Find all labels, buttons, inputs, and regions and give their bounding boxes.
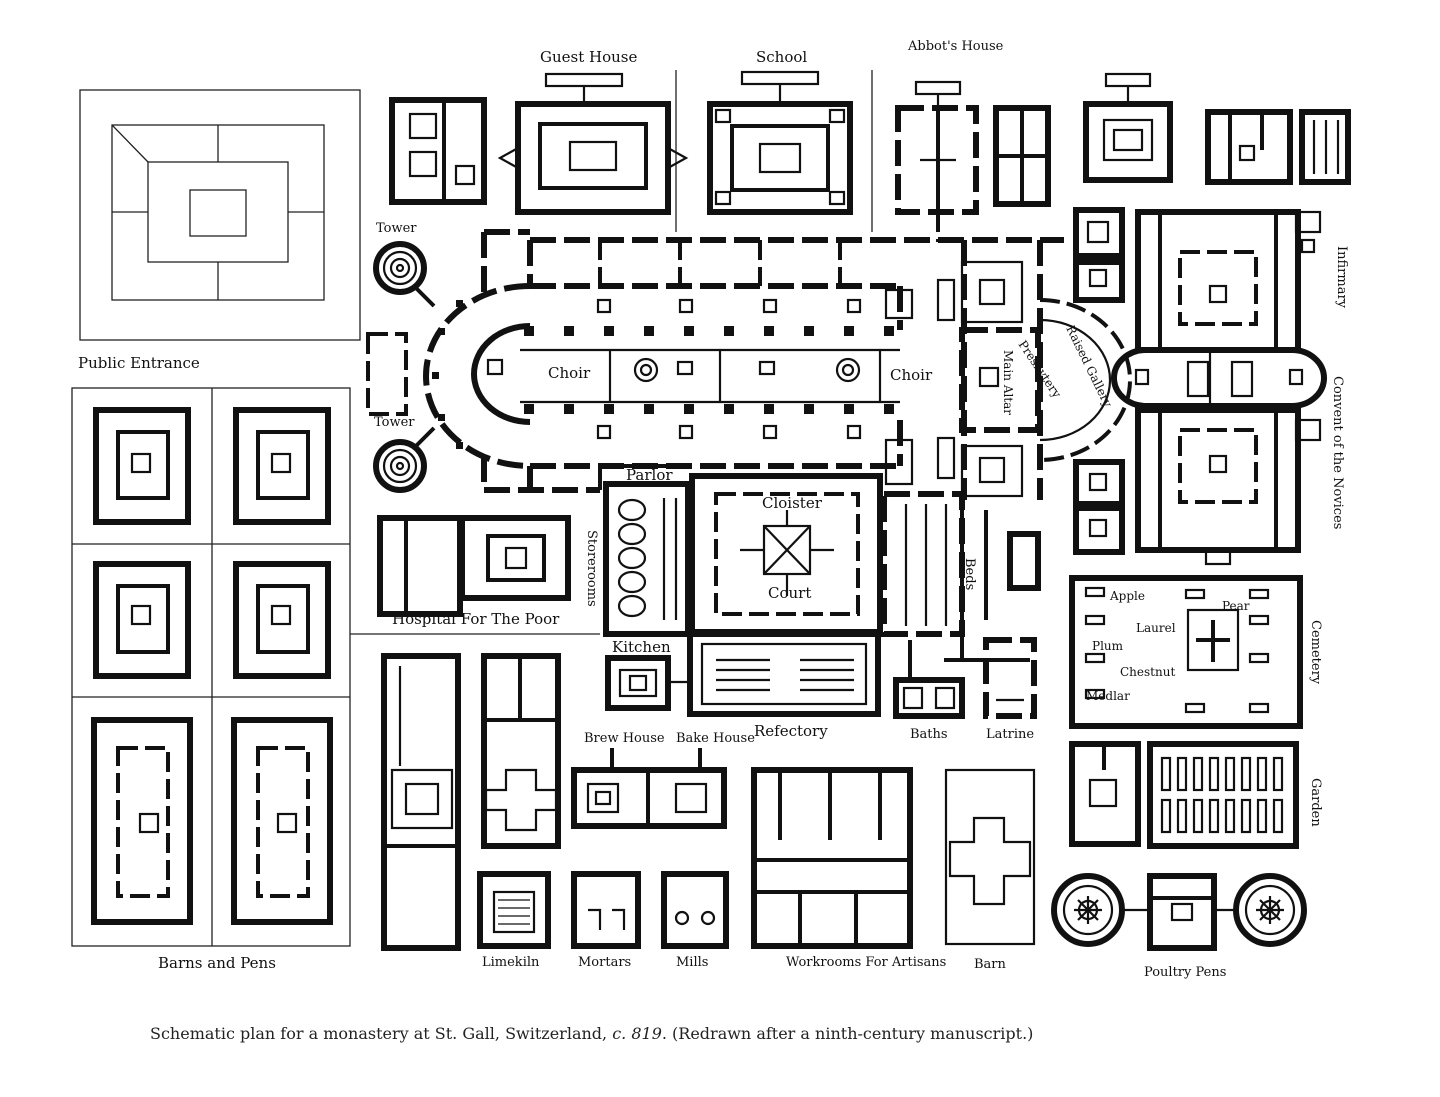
caption-date: c. 819 (612, 1024, 662, 1043)
baths (893, 640, 965, 719)
court-label: Court (768, 584, 811, 602)
church (366, 229, 1132, 500)
cemetery-tree-label: Chestnut (1120, 665, 1175, 679)
granary (381, 653, 461, 951)
mills-label: Mills (676, 955, 708, 970)
tower-north-label: Tower (376, 221, 417, 236)
kitchen-label: Kitchen (612, 638, 671, 656)
tower-south-label: Tower (374, 415, 415, 430)
convent-novices-label: Convent of the Novices (1330, 376, 1345, 529)
mills (661, 871, 729, 949)
barn-label: Barn (974, 957, 1007, 972)
cemetery-label: Cemetery (1308, 620, 1323, 685)
garden-label: Garden (1308, 778, 1323, 827)
hospital-poor (377, 515, 571, 617)
workrooms-label: Workrooms For Artisans (786, 955, 946, 970)
mortars-label: Mortars (578, 955, 631, 970)
latrine-label: Latrine (986, 727, 1034, 742)
pen (93, 561, 191, 679)
infirmary-complex (1073, 207, 1322, 353)
barn-large (91, 717, 193, 925)
barns-and-pens-label: Barns and Pens (158, 954, 276, 972)
cemetery-tree-label: Medlar (1086, 689, 1130, 703)
bake-house-label: Bake House (676, 731, 755, 746)
parlor-label: Parlor (626, 466, 673, 484)
garden (1069, 741, 1299, 849)
dormitory (881, 491, 1041, 662)
pen (233, 561, 331, 679)
poultry-pens (1051, 873, 1307, 951)
tower-north (373, 241, 436, 308)
caption-prefix: Schematic plan for a monastery at St. Ga… (150, 1024, 613, 1043)
mortars (571, 871, 641, 949)
refectory-label: Refectory (754, 722, 828, 740)
abbots-house-label: Abbot's House (907, 39, 1004, 54)
choir-west-label: Choir (548, 364, 591, 382)
school-label: School (756, 48, 807, 66)
cemetery-tree-label: Laurel (1136, 621, 1176, 635)
figure-caption: Schematic plan for a monastery at St. Ga… (150, 1024, 1350, 1043)
cemetery (1069, 575, 1303, 729)
baths-label: Baths (910, 727, 948, 742)
barn-large (231, 717, 333, 925)
physicians-house (1205, 109, 1293, 185)
brew-house-label: Brew House (584, 731, 665, 746)
main-altar-label: Main Altar (1001, 350, 1015, 415)
limekiln (477, 871, 551, 949)
beds-label: Beds (962, 558, 977, 590)
tower-south (373, 426, 436, 493)
school (707, 70, 853, 215)
guest-house-label: Guest House (540, 48, 637, 66)
public-entrance-label: Public Entrance (78, 354, 200, 372)
novices-complex (1073, 407, 1322, 566)
cemetery-tree-label: Apple (1109, 589, 1145, 603)
cemetery-tree-label: Pear (1222, 599, 1250, 613)
infirmary-label: Infirmary (1334, 246, 1349, 309)
guest-house (497, 72, 689, 215)
guest-lodging (389, 97, 487, 205)
choir-east-label: Choir (890, 366, 933, 384)
double-chapel (1111, 347, 1327, 409)
cloister-label: Cloister (762, 494, 823, 512)
hospital-poor-label: Hospital For The Poor (392, 610, 560, 628)
herb-house (1299, 109, 1351, 185)
infirmary-kitchen (1083, 72, 1173, 183)
pen (233, 407, 331, 525)
poultry-pens-label: Poultry Pens (1144, 965, 1226, 980)
pen (93, 407, 191, 525)
kitchen (605, 655, 671, 711)
caption-suffix: . (Redrawn after a ninth-century manuscr… (661, 1024, 1034, 1043)
workrooms (751, 767, 913, 949)
abbots-house (895, 80, 1051, 242)
storerooms-label: Storerooms (584, 530, 599, 607)
barn (944, 768, 1036, 946)
limekiln-label: Limekiln (482, 955, 540, 970)
barns-and-pens (71, 387, 600, 947)
cemetery-tree-label: Plum (1092, 639, 1124, 653)
latrine (983, 637, 1037, 719)
storerooms (598, 464, 691, 637)
refectory (668, 631, 881, 717)
grain-house (481, 653, 561, 849)
brew-bake-house (571, 748, 727, 829)
public-entrance-building (79, 89, 361, 341)
